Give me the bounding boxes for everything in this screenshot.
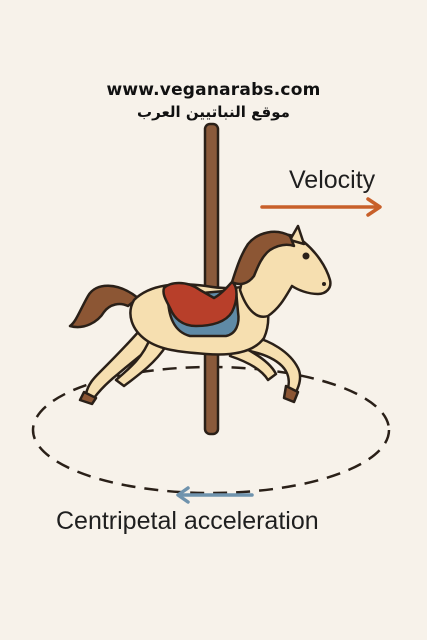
velocity-arrow [260,197,382,217]
centripetal-acceleration-label: Centripetal acceleration [56,507,319,535]
horse-tail [68,284,140,329]
velocity-label: Velocity [289,166,376,194]
horse-hoof-front [282,384,300,404]
horse-eye [302,252,310,260]
saddle [162,280,238,328]
horse-hoof-back [78,390,98,406]
horse-mane [230,230,296,286]
centripetal-acceleration-arrow [176,486,254,504]
horse-ear [288,224,306,246]
watermark-url: www.veganarabs.com [106,80,321,100]
horse-nostril [322,282,326,286]
watermark-arabic: موقع النباتيين العرب [137,103,290,121]
carousel-horse [68,224,332,406]
horse-hind-leg-2 [114,336,168,388]
carousel-pole [203,122,220,436]
